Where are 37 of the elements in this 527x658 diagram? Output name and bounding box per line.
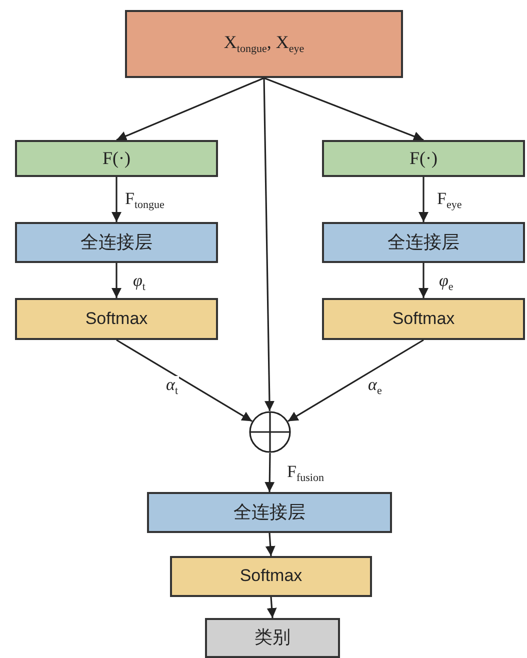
fc-layer-box [15, 222, 218, 263]
softmax-box [15, 298, 218, 340]
arrow [112, 263, 122, 298]
box-label: 全连接层 [80, 232, 152, 252]
box-label: 全连接层 [388, 232, 460, 252]
edge-label: α$_{t}$ [165, 376, 179, 398]
edge-label: F$_{eye}$ [436, 190, 463, 212]
sum-circle [249, 411, 291, 453]
box-label: F(·) [102, 148, 130, 168]
output-box [205, 618, 340, 658]
arrow [264, 77, 424, 142]
box-label: F(·) [410, 148, 438, 168]
box-label: X$_{tongue}$, X$_{eye}$ [224, 32, 304, 56]
softmax-box [170, 556, 372, 597]
arrow [418, 263, 428, 298]
box-label: Softmax [85, 310, 148, 328]
feature-box [15, 140, 218, 177]
box-label: 全连接层 [234, 502, 306, 522]
fc-layer-box [322, 222, 525, 263]
feature-box [322, 140, 525, 177]
arrow [265, 532, 276, 556]
input-box [125, 10, 403, 78]
edge-label: F$_{tongue}$ [124, 190, 166, 212]
fc-layer-box [147, 492, 392, 533]
arrow [266, 596, 277, 618]
arrow [112, 177, 122, 222]
arrow [116, 77, 264, 141]
box-label: Softmax [240, 567, 302, 586]
box-label: 类别 [254, 628, 290, 648]
arrow [263, 78, 274, 412]
arrow [116, 339, 252, 422]
edge-label: F$_{fusion}$ [286, 463, 325, 484]
box-label: Softmax [392, 310, 455, 328]
arrow [288, 339, 424, 422]
arrow [418, 177, 428, 222]
arrow [264, 452, 275, 492]
softmax-box [322, 298, 525, 340]
